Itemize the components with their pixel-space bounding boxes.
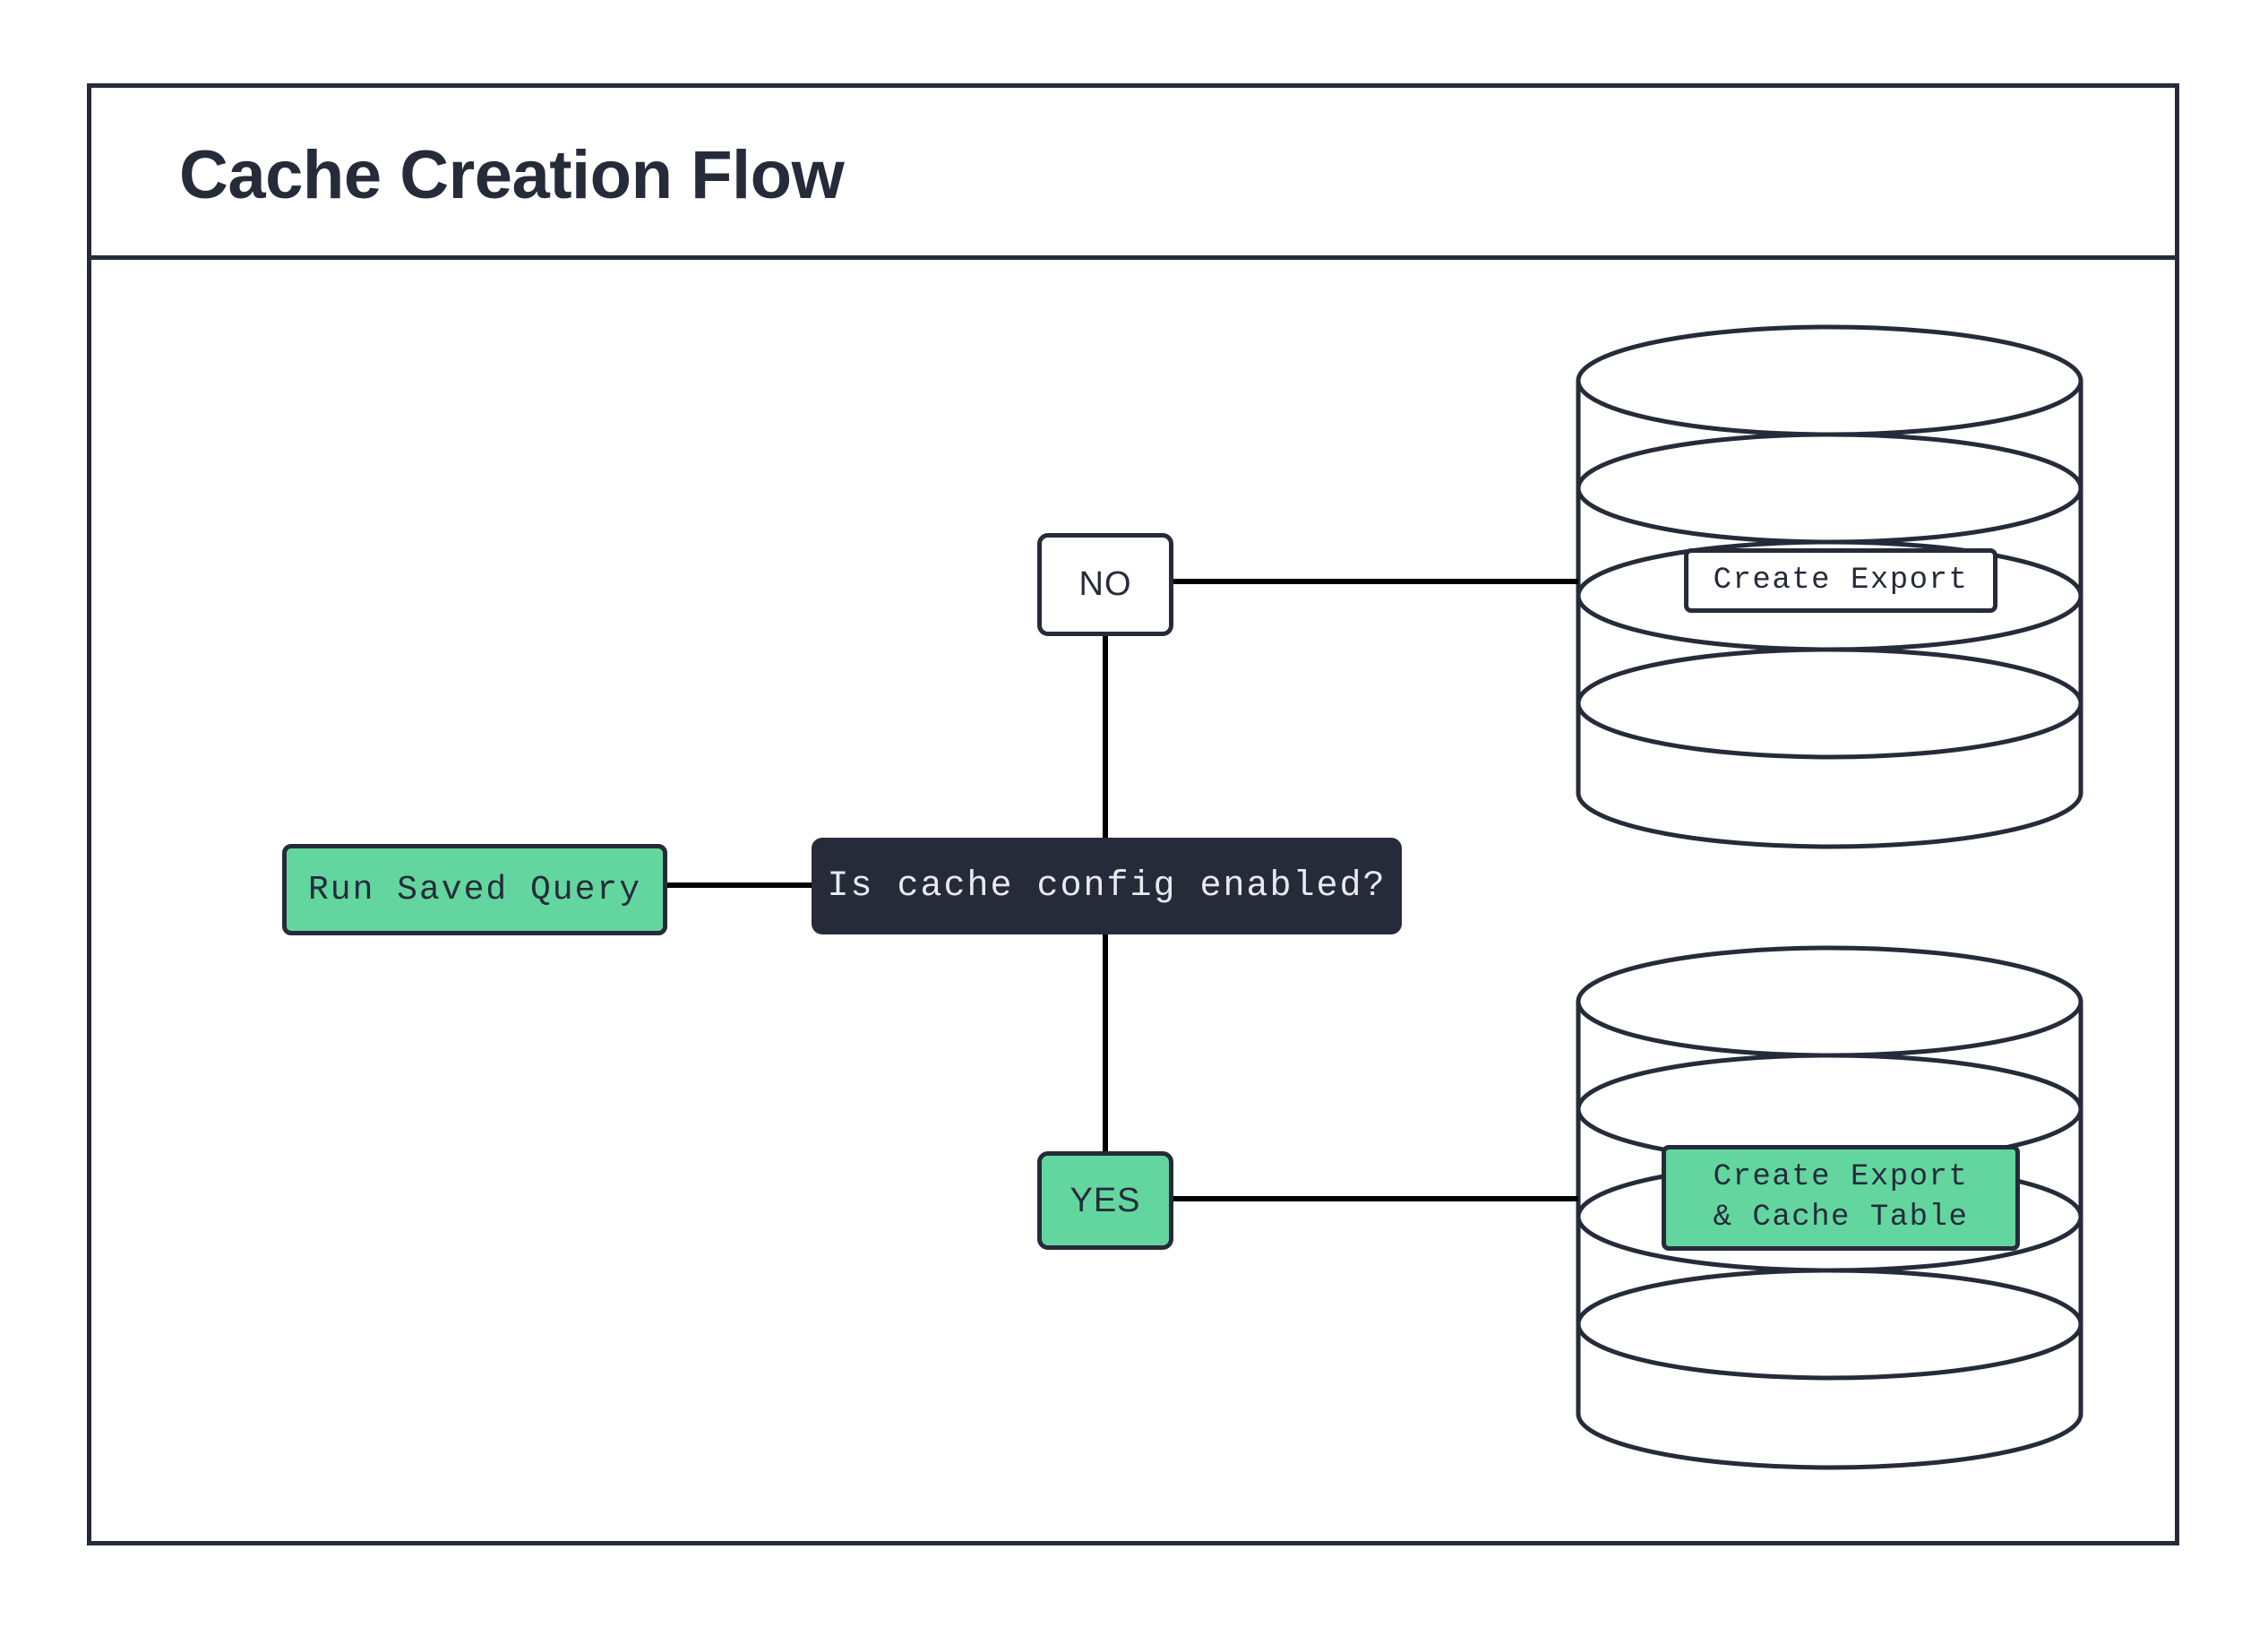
node-branch-label-no[interactable]: NO xyxy=(1037,533,1173,636)
database-cylinder-top xyxy=(1576,324,2083,849)
node-label: Is cache config enabled? xyxy=(827,865,1387,907)
node-branch-label-yes[interactable]: YES xyxy=(1037,1151,1173,1250)
node-label: Create Export xyxy=(1713,564,1969,598)
node-label: Run Saved Query xyxy=(307,870,642,909)
page-title: Cache Creation Flow xyxy=(179,137,845,213)
node-decision-cache-config[interactable]: Is cache config enabled? xyxy=(812,838,1402,934)
node-label: NO xyxy=(1078,565,1132,603)
node-create-export[interactable]: Create Export xyxy=(1684,548,1997,613)
diagram-header-bar xyxy=(87,83,2179,260)
node-label-line-1: Create Export xyxy=(1713,1160,1969,1195)
node-create-export-and-cache-table[interactable]: Create Export & Cache Table xyxy=(1662,1145,2020,1251)
node-label-line-2: & Cache Table xyxy=(1713,1201,1969,1235)
node-run-saved-query[interactable]: Run Saved Query xyxy=(282,844,667,935)
node-label: YES xyxy=(1070,1181,1141,1219)
